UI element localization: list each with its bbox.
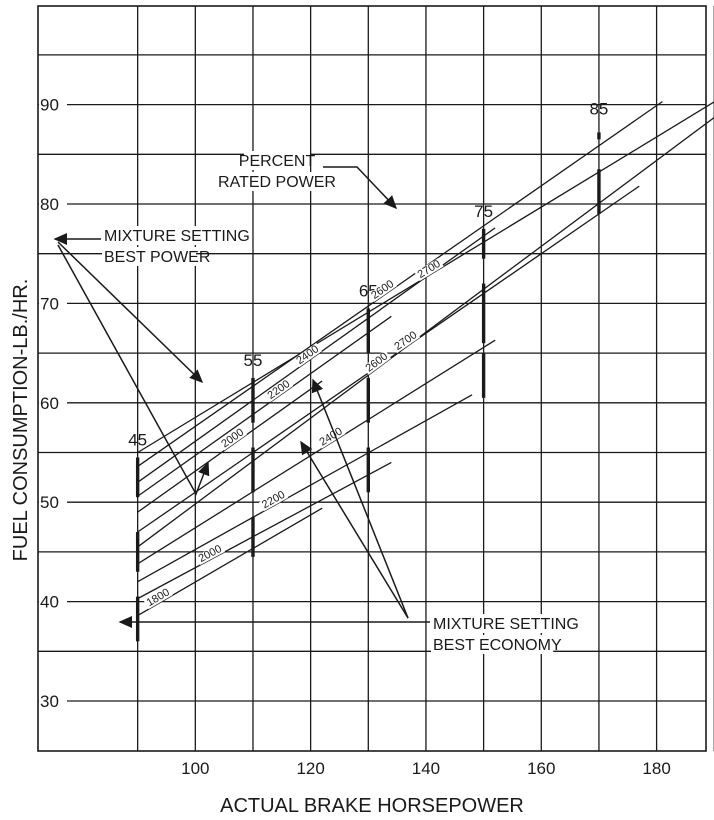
rpm-label-background [258, 488, 289, 512]
annotation-percent-rated-power-background [244, 151, 310, 170]
series-line-best_power-2700 [137, 101, 714, 454]
grid [37, 5, 714, 752]
rpm-label-best_economy-1800: 1800 [145, 586, 172, 609]
percent-power-label-75: 75 [474, 202, 493, 221]
rpm-label-background [264, 377, 294, 403]
series-line-best_economy-2200 [137, 394, 473, 583]
x-tick-label-100: 100 [181, 759, 209, 778]
series-line-best_power-2600 [137, 101, 663, 467]
y-tick-label-50: 50 [40, 493, 59, 512]
rpm-label-group-best_economy-2700: 2700 [391, 328, 421, 354]
annotations: PERCENT RATED POWER MIXTURE SETTING BEST PO… [53, 151, 579, 654]
curve-labels: 2000220024002600270018002000220024002600… [143, 257, 444, 610]
percent-power-label-45: 45 [128, 430, 147, 449]
rpm-label-background [143, 586, 173, 610]
y-tick-label-background [39, 591, 67, 612]
percent-rated-power-arrow [323, 166, 398, 210]
y-tick-label-40: 40 [40, 593, 59, 612]
plot-frame [37, 5, 707, 752]
annotation-percent-rated-power: PERCENT RATED POWER [218, 151, 336, 191]
y-tick-label-background [39, 691, 67, 711]
annotation-best-economy-background [431, 614, 572, 633]
x-tick-label-180: 180 [642, 759, 670, 778]
series-lines [137, 101, 714, 617]
rpm-label-background [368, 277, 398, 303]
series-line-best_economy-2000 [137, 461, 392, 600]
annotation-best-power-line-2: BEST POWER [104, 249, 210, 266]
x-axis-title: ACTUAL BRAKE HORSEPOWER [220, 795, 524, 817]
annotation-best-economy-line-1: MIXTURE SETTING [433, 616, 579, 633]
x-tick-label-120: 120 [296, 759, 324, 778]
series-line-best_power-2200 [137, 315, 392, 497]
annotation-best-economy-line-2: BEST ECONOMY [433, 637, 562, 654]
y-tick-label-background [39, 194, 67, 214]
best-power-arrow-lower [57, 244, 210, 496]
percent-power-label-85: 85 [589, 100, 608, 119]
rpm-label-group-best_economy-2200: 2200 [258, 488, 289, 512]
rpm-label-background [195, 542, 225, 566]
best-economy-arrow-mid [300, 440, 409, 619]
rpm-label-group-best_power-2400: 2400 [293, 342, 323, 368]
y-axis-title: FUEL CONSUMPTION-LB./HR. [10, 279, 32, 562]
rpm-label-group-best_economy-2400: 2400 [316, 425, 346, 449]
rpm-label-background [391, 328, 421, 354]
best-power-arrow-upper [57, 241, 204, 384]
annotation-best-power-background [102, 226, 243, 245]
percent-power-label-55: 55 [244, 351, 263, 370]
rpm-label-group-best_economy-1800: 1800 [143, 586, 173, 610]
rpm-label-background [293, 342, 323, 368]
series-line-best_economy-1800 [137, 507, 323, 617]
rpm-label-group-best_economy-2000: 2000 [195, 542, 225, 566]
axes: 10012014016018020030405060708090ACTUAL B… [10, 94, 671, 817]
annotation-percent-rated-power-line-1: PERCENT [239, 153, 316, 170]
x-tick-label-160: 160 [527, 759, 555, 778]
rpm-label-background [362, 350, 392, 375]
rpm-label-background [316, 425, 346, 449]
y-tick-label-background [39, 492, 67, 513]
y-tick-label-background [39, 293, 67, 314]
best-economy-arrow-up [311, 378, 409, 619]
rpm-label-background [218, 426, 248, 451]
annotation-best-economy-background [431, 635, 554, 654]
y-tick-label-90: 90 [40, 96, 59, 115]
x-tick-label-140: 140 [412, 759, 440, 778]
y-tick-label-70: 70 [40, 294, 59, 313]
y-tick-label-background [39, 392, 67, 413]
annotation-best-power: MIXTURE SETTING BEST POWER [102, 226, 250, 266]
annotation-percent-rated-power-line-2: RATED POWER [218, 174, 336, 191]
y-tick-label-background [39, 94, 67, 115]
annotation-best-economy: MIXTURE SETTING BEST ECONOMY [431, 614, 579, 654]
annotation-best-power-background [102, 247, 196, 266]
y-tick-label-80: 80 [40, 195, 59, 214]
rpm-label-best_economy-2200: 2200 [260, 489, 287, 511]
annotation-best-power-line-1: MIXTURE SETTING [104, 228, 250, 245]
y-tick-label-30: 30 [40, 692, 59, 711]
annotation-percent-rated-power-background [225, 172, 329, 191]
series-line-best_economy-2600 [137, 116, 714, 548]
y-tick-label-60: 60 [40, 394, 59, 413]
series-line-best_economy-2400 [137, 339, 496, 565]
rpm-label-group-best_power-2200: 2200 [264, 377, 294, 403]
rpm-label-group-best_power-2700: 2700 [414, 257, 444, 281]
rpm-label-background [414, 257, 444, 281]
